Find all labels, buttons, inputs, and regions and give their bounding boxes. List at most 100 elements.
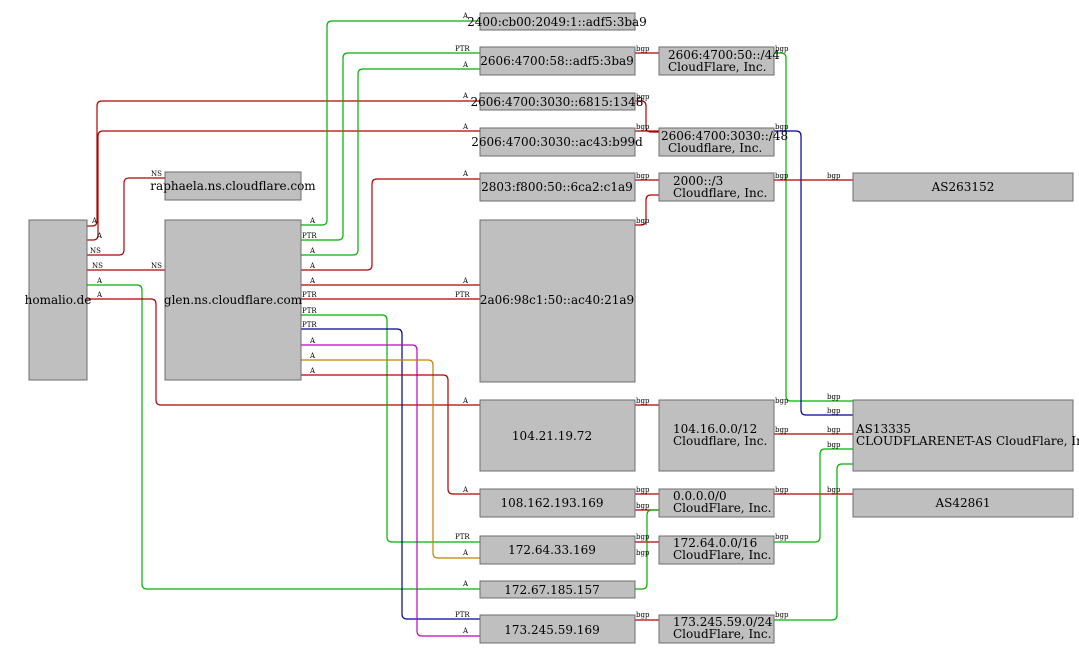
edge-label-bgp: bgp bbox=[636, 397, 650, 405]
node-ip-172-64[interactable]: 172.64.33.169 bbox=[479, 535, 636, 565]
node-homalio[interactable]: homalio.de bbox=[25, 219, 92, 381]
node-ip-2a06-label: 2a06:98c1:50::ac40:21a9 bbox=[480, 293, 634, 307]
edge-label-ns: NS bbox=[151, 262, 162, 270]
node-as263152[interactable]: AS263152 bbox=[852, 172, 1074, 202]
edge-glen-2606-58-a bbox=[301, 68, 480, 256]
edge-label-bgp: bgp bbox=[827, 407, 841, 415]
edge-homalio-104 bbox=[87, 298, 480, 406]
node-ip-2400-label: 2400:cb00:2049:1::adf5:3ba9 bbox=[467, 15, 647, 29]
node-ip-2606-ac43[interactable]: 2606:4700:3030::ac43:b99d bbox=[471, 127, 643, 157]
node-as263152-label: AS263152 bbox=[931, 180, 995, 194]
edge-label-a: A bbox=[462, 397, 469, 405]
edge-pfx-2606-48-as13335 bbox=[774, 130, 853, 416]
edge-label-bgp: bgp bbox=[775, 172, 789, 180]
node-ip-104-label: 104.21.19.72 bbox=[512, 429, 592, 443]
edge-label-bgp: bgp bbox=[636, 486, 650, 494]
edge-label-bgp: bgp bbox=[636, 533, 650, 541]
edge-label-ptr: PTR bbox=[455, 45, 470, 53]
edge-label-a: A bbox=[462, 580, 469, 588]
node-ip-108[interactable]: 108.162.193.169 bbox=[479, 488, 636, 518]
edge-label-bgp: bgp bbox=[775, 426, 789, 434]
node-glen[interactable]: glen.ns.cloudflare.com bbox=[164, 219, 303, 381]
edges bbox=[87, 20, 853, 637]
edge-homalio-2606-ac43 bbox=[87, 130, 480, 241]
edge-homalio-2606-6815 bbox=[87, 100, 480, 227]
edge-label-bgp: bgp bbox=[775, 533, 789, 541]
node-ip-2400[interactable]: 2400:cb00:2049:1::adf5:3ba9 bbox=[467, 12, 647, 31]
edge-label-a: A bbox=[462, 92, 469, 100]
node-ip-104[interactable]: 104.21.19.72 bbox=[479, 399, 636, 472]
edge-label-ptr: PTR bbox=[302, 291, 317, 299]
edge-label-bgp: bgp bbox=[775, 486, 789, 494]
node-glen-label: glen.ns.cloudflare.com bbox=[164, 293, 303, 307]
edge-label-bgp: bgp bbox=[827, 426, 841, 434]
edge-label-ptr: PTR bbox=[455, 291, 470, 299]
edge-label-a: A bbox=[462, 486, 469, 494]
edge-pfx-172-as13335 bbox=[774, 448, 853, 543]
edge-homalio-172-67 bbox=[87, 284, 480, 590]
edge-pfx-173-as13335 bbox=[774, 463, 853, 621]
edge-glen-2803 bbox=[301, 178, 480, 271]
edge-172-67-bgp bbox=[635, 509, 659, 590]
edge-label-bgp: bgp bbox=[775, 397, 789, 405]
node-ip-2a06[interactable]: 2a06:98c1:50::ac40:21a9 bbox=[479, 219, 636, 383]
node-ip-2606-ac43-label: 2606:4700:3030::ac43:b99d bbox=[471, 135, 643, 149]
node-ip-2803[interactable]: 2803:f800:50::6ca2:c1a9 bbox=[479, 172, 636, 202]
edge-label-a: A bbox=[91, 217, 98, 225]
edge-label-ptr: PTR bbox=[302, 232, 317, 240]
edge-glen-173-a bbox=[301, 344, 480, 637]
node-as42861-label: AS42861 bbox=[934, 496, 990, 510]
node-ip-173-label: 173.245.59.169 bbox=[504, 623, 599, 637]
edge-label-a: A bbox=[309, 367, 316, 375]
edge-label-a: A bbox=[462, 549, 469, 557]
edge-label-a: A bbox=[462, 61, 469, 69]
edge-label-bgp: bgp bbox=[636, 123, 650, 131]
edge-label-a: A bbox=[462, 277, 469, 285]
edge-label-bgp: bgp bbox=[636, 93, 650, 101]
edge-glen-173-ptr bbox=[301, 328, 480, 620]
edge-label-bgp: bgp bbox=[636, 172, 650, 180]
edge-label-ns: NS bbox=[92, 262, 103, 270]
node-ip-2606-58[interactable]: 2606:4700:58::adf5:3ba9 bbox=[479, 46, 636, 76]
node-ip-108-label: 108.162.193.169 bbox=[500, 496, 603, 510]
edge-label-a: A bbox=[309, 217, 316, 225]
edge-label-ns: NS bbox=[90, 247, 101, 255]
node-raphaela-label: raphaela.ns.cloudflare.com bbox=[150, 179, 316, 193]
edge-glen-108 bbox=[301, 374, 480, 495]
node-as42861[interactable]: AS42861 bbox=[852, 488, 1074, 518]
node-homalio-label: homalio.de bbox=[25, 293, 92, 307]
node-ip-172-67[interactable]: 172.67.185.157 bbox=[479, 580, 636, 599]
edge-label-bgp: bgp bbox=[775, 45, 789, 53]
edge-2606-6815-bgp bbox=[635, 100, 659, 133]
edge-glen-172-64-a bbox=[301, 359, 480, 559]
edge-label-a: A bbox=[96, 277, 103, 285]
edge-label-bgp: bgp bbox=[827, 393, 841, 401]
edge-glen-2400 bbox=[301, 20, 480, 226]
edge-label-a: A bbox=[96, 232, 103, 240]
node-ip-2606-6815[interactable]: 2606:4700:3030::6815:1348 bbox=[471, 92, 644, 111]
node-raphaela[interactable]: raphaela.ns.cloudflare.com bbox=[150, 171, 316, 201]
edge-label-ptr: PTR bbox=[455, 611, 470, 619]
node-ip-173[interactable]: 173.245.59.169 bbox=[479, 614, 636, 644]
node-ip-172-67-label: 172.67.185.157 bbox=[504, 583, 599, 597]
edge-pfx-2606-44-as13335 bbox=[774, 52, 853, 402]
edge-label-bgp: bgp bbox=[636, 549, 650, 557]
edge-label-bgp: bgp bbox=[775, 611, 789, 619]
node-ip-172-64-label: 172.64.33.169 bbox=[508, 543, 596, 557]
